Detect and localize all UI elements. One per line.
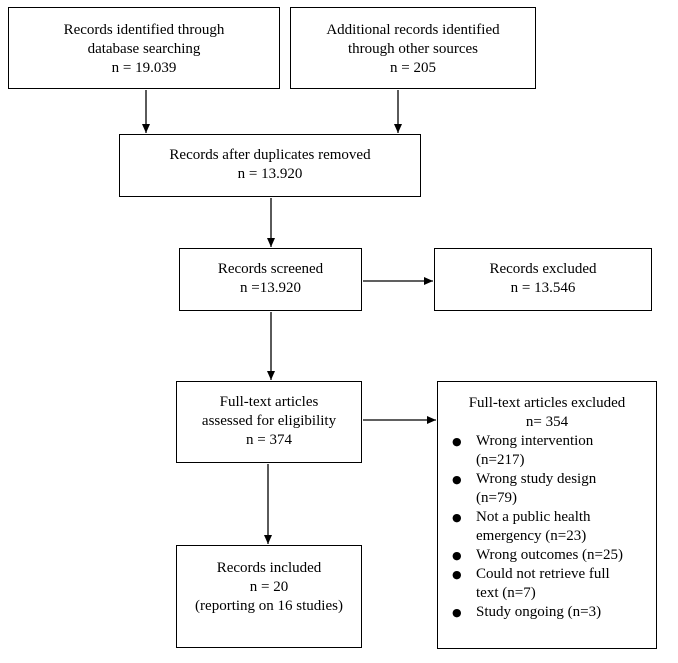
bullet-icon: ● <box>452 511 462 524</box>
records-identified-database-box: Records identified through database sear… <box>8 7 280 89</box>
reason-text: Wrong study design <box>476 471 597 487</box>
box-title: Full-text articles excluded <box>468 395 626 411</box>
records-after-duplicates-box: Records after duplicates removed n = 13.… <box>119 134 421 197</box>
bullet-icon: ● <box>452 435 462 448</box>
reason-text: Could not retrieve full <box>476 566 610 582</box>
box-count: n = 205 <box>390 60 436 76</box>
list-item: ● Study ongoing (n=3) <box>438 603 656 622</box>
bullet-icon: ● <box>452 606 462 619</box>
box-count: n= 354 <box>525 414 569 430</box>
box-text-line: Records identified through <box>63 22 225 38</box>
box-count: n = 374 <box>246 432 292 448</box>
box-text-line: (reporting on 16 studies) <box>195 598 343 614</box>
exclusion-reasons-list: ● Wrong intervention (n=217) ● Wrong stu… <box>438 432 656 622</box>
box-text-line: assessed for eligibility <box>201 413 337 429</box>
additional-records-box: Additional records identified through ot… <box>290 7 536 89</box>
bullet-icon: ● <box>452 568 462 581</box>
box-text-line: Records after duplicates removed <box>169 147 371 163</box>
box-count: n = 13.920 <box>237 166 303 182</box>
box-text-line: through other sources <box>348 41 478 57</box>
box-count: n =13.920 <box>240 280 301 296</box>
reason-text: text (n=7) <box>476 585 536 601</box>
reason-text: emergency (n=23) <box>476 528 587 544</box>
box-count: n = 20 <box>249 579 289 595</box>
box-text-line: Records screened <box>217 261 324 277</box>
list-item: ● Wrong study design (n=79) <box>438 470 656 508</box>
reason-text: Wrong outcomes (n=25) <box>476 547 623 563</box>
fulltext-excluded-box: Full-text articles excluded n= 354 ● Wro… <box>437 381 657 649</box>
list-item: ● Not a public health emergency (n=23) <box>438 508 656 546</box>
box-text-line: Full-text articles <box>219 394 319 410</box>
box-text-line: Records excluded <box>489 261 597 277</box>
reason-text: (n=79) <box>476 490 517 506</box>
bullet-icon: ● <box>452 473 462 486</box>
reason-text: Wrong intervention <box>476 433 594 449</box>
box-text-line: database searching <box>87 41 201 57</box>
bullet-icon: ● <box>452 549 462 562</box>
records-excluded-box: Records excluded n = 13.546 <box>434 248 652 311</box>
records-screened-box: Records screened n =13.920 <box>179 248 362 311</box>
box-text-line: Records included <box>216 560 322 576</box>
box-count: n = 13.546 <box>510 280 576 296</box>
list-item: ● Wrong intervention (n=217) <box>438 432 656 470</box>
reason-text: (n=217) <box>476 452 525 468</box>
reason-text: Not a public health <box>476 509 591 525</box>
box-text-line: Additional records identified <box>326 22 500 38</box>
list-item: ● Could not retrieve full text (n=7) <box>438 565 656 603</box>
fulltext-assessed-box: Full-text articles assessed for eligibil… <box>176 381 362 463</box>
list-item: ● Wrong outcomes (n=25) <box>438 546 656 565</box>
reason-text: Study ongoing (n=3) <box>476 604 602 620</box>
box-count: n = 19.039 <box>111 60 177 76</box>
records-included-box: Records included n = 20 (reporting on 16… <box>176 545 362 648</box>
